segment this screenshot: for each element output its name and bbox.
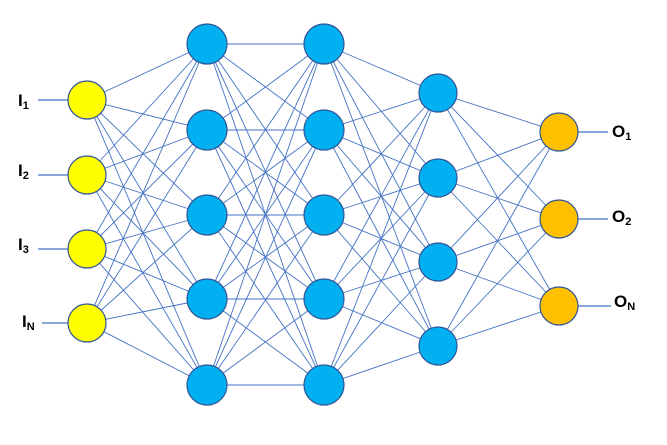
edge-hidden-1-2-to-hidden-2-1 xyxy=(206,43,325,131)
hidden-2-node-2 xyxy=(303,109,345,151)
output-label-n: ON xyxy=(614,292,635,313)
hidden-3-node-1 xyxy=(418,73,458,113)
edge-hidden-3-4-to-output-1 xyxy=(437,131,560,347)
edge-hidden-2-5-to-hidden-3-3 xyxy=(323,261,439,386)
edge-hidden-3-4-to-output-2 xyxy=(437,218,560,347)
hidden-1-node-1 xyxy=(186,23,228,65)
output-node-3 xyxy=(539,286,579,326)
input-node-1 xyxy=(67,80,107,120)
edge-hidden-2-1-to-hidden-3-2 xyxy=(323,43,439,179)
input-node-4 xyxy=(67,303,107,343)
input-node-3 xyxy=(67,229,107,269)
edge-input-1-to-hidden-1-2 xyxy=(86,99,208,131)
edge-hidden-3-1-to-output-2 xyxy=(437,92,560,220)
edge-input-3-to-hidden-1-1 xyxy=(86,43,208,250)
edge-hidden-2-5-to-hidden-3-1 xyxy=(323,92,439,386)
edge-input-2-to-hidden-1-1 xyxy=(86,43,208,176)
edge-hidden-1-3-to-hidden-2-1 xyxy=(206,43,325,216)
hidden-3-node-3 xyxy=(418,242,458,282)
input-node-2 xyxy=(67,155,107,195)
output-node-1 xyxy=(539,112,579,152)
edge-hidden-3-2-to-output-2 xyxy=(437,177,560,220)
input-label-1: I1 xyxy=(18,91,29,112)
hidden-2-node-3 xyxy=(303,194,345,236)
hidden-2-node-4 xyxy=(303,278,345,320)
output-node-2 xyxy=(539,199,579,239)
edge-hidden-3-1-to-output-1 xyxy=(437,92,560,133)
hidden-3-node-2 xyxy=(418,158,458,198)
edge-hidden-2-1-to-hidden-3-1 xyxy=(323,43,439,94)
edge-input-4-to-hidden-1-3 xyxy=(86,214,208,324)
edge-hidden-1-5-to-hidden-2-3 xyxy=(206,214,325,386)
edge-hidden-2-3-to-hidden-3-1 xyxy=(323,92,439,216)
input-label-n: IN xyxy=(22,312,35,333)
output-label-1: O1 xyxy=(612,122,631,143)
network-nodes xyxy=(67,23,579,406)
edge-input-4-to-hidden-1-5 xyxy=(86,322,208,386)
edge-input-1-to-hidden-1-5 xyxy=(86,99,208,386)
input-label-3: I3 xyxy=(18,235,29,256)
edge-hidden-2-4-to-hidden-3-1 xyxy=(323,92,439,300)
edge-hidden-2-1-to-hidden-3-3 xyxy=(323,43,439,263)
edge-hidden-3-2-to-output-1 xyxy=(437,131,560,179)
edge-hidden-1-5-to-hidden-2-4 xyxy=(206,298,325,386)
edge-hidden-3-3-to-output-2 xyxy=(437,218,560,263)
hidden-1-node-2 xyxy=(186,109,228,151)
input-label-2: I2 xyxy=(18,161,29,182)
edge-input-2-to-hidden-1-3 xyxy=(86,174,208,216)
edge-input-3-to-hidden-1-4 xyxy=(86,248,208,300)
edge-input-4-to-hidden-1-2 xyxy=(86,129,208,324)
edge-input-3-to-hidden-1-2 xyxy=(86,129,208,250)
edge-hidden-2-1-to-hidden-3-4 xyxy=(323,43,439,347)
edge-input-2-to-hidden-1-4 xyxy=(86,174,208,300)
hidden-3-node-4 xyxy=(418,326,458,366)
edge-hidden-3-3-to-output-1 xyxy=(437,131,560,263)
edge-input-1-to-hidden-1-1 xyxy=(86,43,208,101)
io-lines xyxy=(38,99,611,324)
hidden-2-node-5 xyxy=(303,364,345,406)
edge-hidden-1-4-to-hidden-2-1 xyxy=(206,43,325,300)
hidden-1-node-5 xyxy=(186,364,228,406)
edge-input-1-to-hidden-1-3 xyxy=(86,99,208,216)
edge-hidden-3-3-to-output-3 xyxy=(437,261,560,307)
edge-input-3-to-hidden-1-5 xyxy=(86,248,208,386)
edge-hidden-3-1-to-output-3 xyxy=(437,92,560,307)
edge-input-2-to-hidden-1-2 xyxy=(86,129,208,176)
edge-input-3-to-hidden-1-3 xyxy=(86,214,208,250)
hidden-1-node-4 xyxy=(186,278,228,320)
edge-hidden-2-5-to-hidden-3-2 xyxy=(323,177,439,386)
hidden-1-node-3 xyxy=(186,194,228,236)
edge-input-2-to-hidden-1-5 xyxy=(86,174,208,386)
edge-hidden-3-2-to-output-3 xyxy=(437,177,560,307)
edge-hidden-1-5-to-hidden-2-2 xyxy=(206,129,325,386)
edge-hidden-3-4-to-output-3 xyxy=(437,305,560,347)
edge-input-1-to-hidden-1-4 xyxy=(86,99,208,300)
edge-input-4-to-hidden-1-1 xyxy=(86,43,208,324)
edge-hidden-1-5-to-hidden-2-1 xyxy=(206,43,325,386)
output-label-2: O2 xyxy=(612,207,631,228)
io-labels: I1 I2 I3 IN O1 O2 ON xyxy=(18,91,635,333)
hidden-2-node-1 xyxy=(303,23,345,65)
